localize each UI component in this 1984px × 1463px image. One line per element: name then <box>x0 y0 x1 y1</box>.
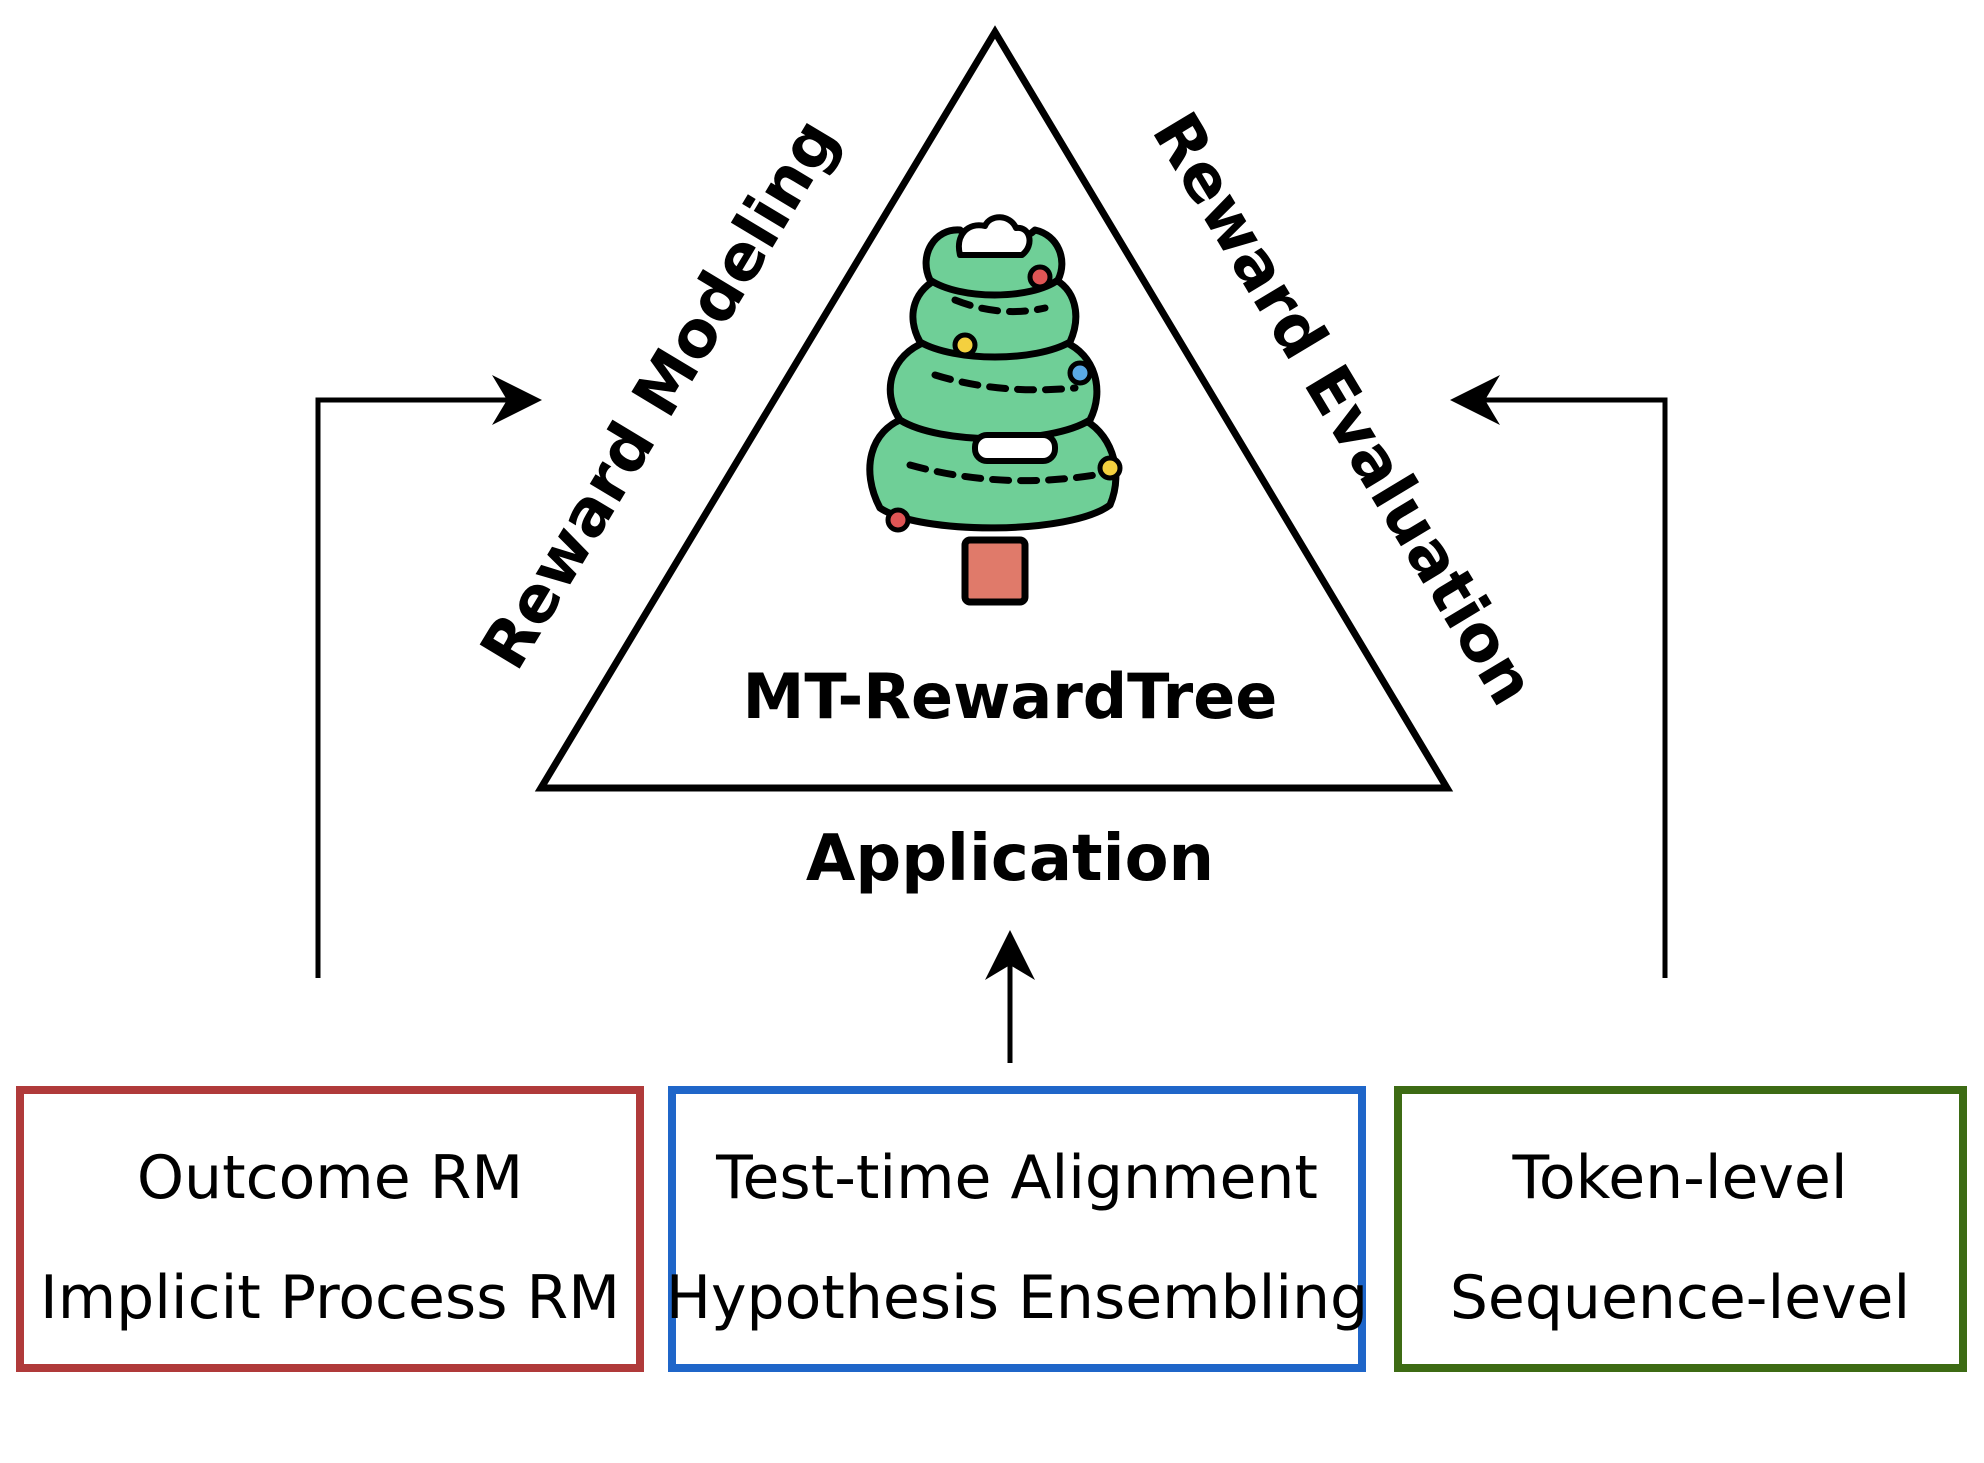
box-line: Outcome RM <box>137 1143 523 1213</box>
application-label: Application <box>806 822 1214 896</box>
left-connector-arrow <box>315 375 542 978</box>
reward-evaluation-box: Token-level Sequence-level <box>1394 1086 1967 1372</box>
right-connector-arrow <box>1450 375 1668 978</box>
box-line: Token-level <box>1511 1143 1847 1213</box>
application-box: Test-time Alignment Hypothesis Ensemblin… <box>666 1086 1368 1372</box>
christmas-tree-icon <box>866 214 1123 606</box>
center-title: MT-RewardTree <box>743 660 1278 733</box>
box-line: Implicit Process RM <box>40 1263 620 1333</box>
reward-modeling-box: Outcome RM Implicit Process RM <box>16 1086 644 1372</box>
box-line: Sequence-level <box>1450 1263 1910 1333</box>
box-line: Hypothesis Ensembling <box>666 1263 1368 1333</box>
box-line: Test-time Alignment <box>715 1143 1318 1213</box>
